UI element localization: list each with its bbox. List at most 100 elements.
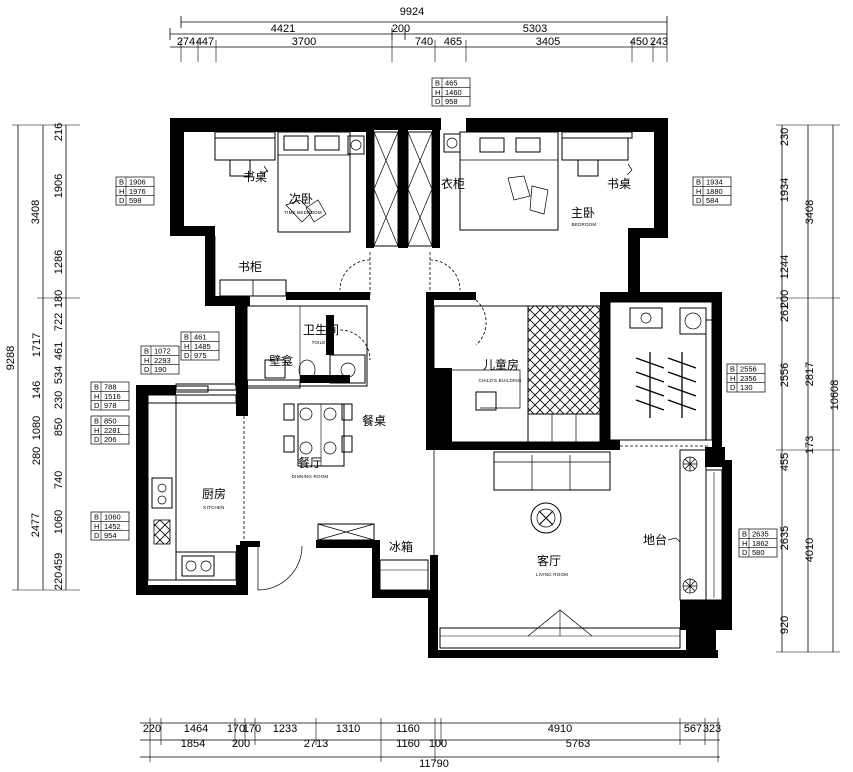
room-toilet: 卫生间	[303, 323, 339, 337]
bhd-tag-key: D	[119, 196, 125, 205]
dim-right-i7: 455	[779, 453, 791, 471]
dim-bot-r1-i: 567	[684, 723, 702, 735]
dim-bot-r2-b: 200	[232, 738, 250, 750]
dim-left-i5: 1717	[31, 333, 43, 357]
plant-icon	[682, 578, 698, 594]
dim-left-i6: 461	[53, 342, 65, 360]
dim-left-i10: 850	[53, 418, 65, 436]
dim-right-i6: 173	[804, 436, 816, 454]
dim-bot-r1-c: 170	[227, 723, 245, 735]
dim-bot-r1-a: 220	[143, 723, 161, 735]
bhd-tag-key: H	[696, 187, 701, 196]
bhd-tag-key: H	[184, 342, 189, 351]
bhd-tag-key: H	[94, 522, 99, 531]
bottom-dimensions: 220 1464 170 170 1233 1310 1160 4910 567…	[140, 718, 721, 770]
dim-bot-r1-b: 1464	[184, 723, 208, 735]
bhd-tag-key: D	[144, 365, 150, 374]
dim-left-i13: 740	[53, 471, 65, 489]
bhd-tag-value: 461	[194, 333, 207, 342]
bhd-tag-value: 788	[104, 383, 117, 392]
room-master-bedroom: 主卧	[571, 206, 595, 220]
dim-left-i4: 722	[53, 313, 65, 331]
bhd-tag-value: 958	[445, 97, 458, 106]
bhd-tag-value: 2293	[154, 356, 171, 365]
bhd-tag-key: D	[742, 548, 748, 557]
bhd-tag-key: H	[742, 539, 747, 548]
dim-top-total: 9924	[400, 6, 424, 18]
interior-lines	[139, 131, 723, 649]
bhd-tag-value: 978	[104, 401, 117, 410]
dim-bot-r1-e: 1233	[273, 723, 297, 735]
dim-bot-r2-e: 100	[429, 738, 447, 750]
plant-icon	[682, 456, 698, 472]
bhd-tag-key: H	[144, 356, 149, 365]
top-dimensions: 9924 4421 200 5303 274 447 3700 740 465 …	[169, 6, 668, 62]
dim-top-r2-a: 274	[177, 36, 195, 48]
dim-left-outer: 9288	[5, 346, 17, 370]
dim-left-mid-b: 2477	[30, 513, 42, 537]
dim-right-i1: 1934	[779, 178, 791, 202]
dim-left-i7: 534	[53, 366, 65, 384]
rug-icon	[530, 502, 562, 534]
bhd-tag-key: D	[696, 196, 702, 205]
dim-left-i3: 180	[53, 290, 65, 308]
dim-right-i9: 920	[779, 616, 791, 634]
bhd-tag-key: B	[119, 178, 124, 187]
room-second-bedroom: 次卧	[289, 192, 313, 206]
dim-bot-r1-f: 1310	[336, 723, 360, 735]
bhd-tag-key: H	[94, 426, 99, 435]
dim-left-i16: 220	[53, 572, 65, 590]
bhd-tag-key: B	[184, 333, 189, 342]
pillow-icon	[285, 199, 327, 223]
bhd-tag-value: 1976	[129, 187, 146, 196]
bhd-tag-value: 1452	[104, 522, 121, 531]
dim-left-i1: 1906	[53, 174, 65, 198]
bhd-tag-key: B	[94, 513, 99, 522]
hangers-icon	[635, 352, 697, 418]
dim-bot-total: 11790	[419, 758, 449, 770]
label-bookcase: 书柜	[238, 260, 262, 274]
bhd-tag-value: 206	[104, 435, 117, 444]
dim-top-r1-a: 4421	[271, 23, 295, 35]
left-dimensions: 9288 3408 2477 216 1906 1286 180 722 171…	[5, 123, 80, 591]
bhd-tag-value: 1516	[104, 392, 121, 401]
bhd-tag-key: B	[742, 530, 747, 539]
furniture-labels: 书桌 书桌 衣柜 书柜 壁龛 餐桌 冰箱 地台	[238, 163, 681, 554]
bhd-tag-key: B	[435, 79, 440, 88]
room-kitchen-en: KITCHEN	[203, 505, 224, 510]
bhd-tag-key: B	[144, 347, 149, 356]
dim-top-r2-f: 3405	[536, 36, 560, 48]
room-toilet-en: TOILET	[312, 340, 329, 345]
dim-top-r2-g: 450	[630, 36, 648, 48]
bhd-tag-key: D	[94, 401, 100, 410]
bhd-tag-key: D	[94, 435, 100, 444]
dim-bot-r2-d: 1160	[396, 738, 420, 750]
label-platform: 地台	[643, 532, 667, 547]
bhd-tag-value: 2635	[752, 530, 769, 539]
dim-left-i12: 280	[31, 447, 43, 465]
label-dining-table: 餐桌	[362, 413, 386, 428]
dim-right-i8: 2635	[779, 526, 791, 550]
dim-right-outer: 10608	[829, 380, 841, 411]
room-dining: 餐厅	[298, 455, 322, 470]
bhd-tag-value: 1906	[129, 178, 146, 187]
dim-right-i4: 261	[779, 304, 791, 322]
dim-top-r2-h: 243	[650, 36, 668, 48]
room-labels: 次卧 TIME BEDROOM 主卧 BEDROOM 儿童房 CHILD'S B…	[202, 192, 596, 577]
dim-left-i14: 1060	[53, 510, 65, 534]
dim-left-i2: 1286	[53, 250, 65, 274]
label-wardrobe: 衣柜	[441, 176, 465, 191]
dim-right-i2: 1244	[779, 255, 791, 279]
bhd-tag-value: 130	[740, 383, 753, 392]
bhd-tag-value: 975	[194, 351, 207, 360]
bhd-tag-key: H	[730, 374, 735, 383]
bhd-tag-key: H	[119, 187, 124, 196]
bhd-tag-value: 1460	[445, 88, 462, 97]
